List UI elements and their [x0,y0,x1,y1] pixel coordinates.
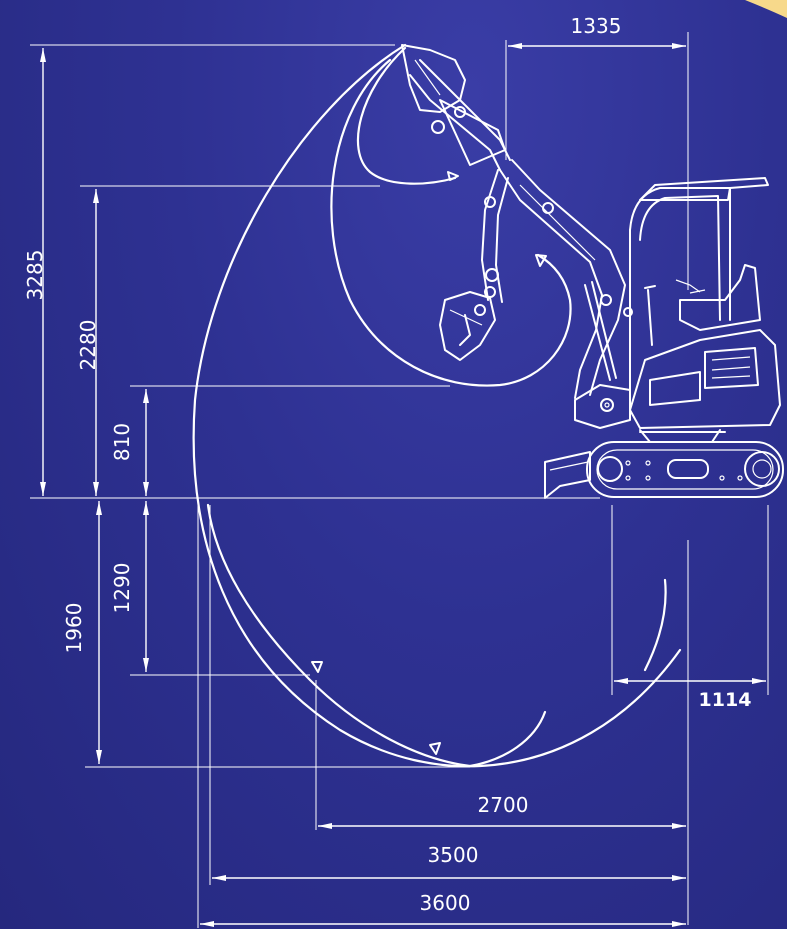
horizontal-dimension-lines [200,43,766,927]
label-reach-3500: 3500 [428,843,479,867]
label-dump-height-offset: 810 [110,423,134,461]
excavator-outline [401,44,784,499]
reference-lines [30,32,769,928]
label-blade-reach: 1114 [699,689,752,711]
label-tail-offset: 1335 [571,14,622,38]
label-max-dig-depth: 1960 [62,603,86,654]
label-reach-2700: 2700 [478,793,529,817]
vertical-dimension-lines [40,48,149,764]
dimension-labels: 3285 2280 810 1290 1960 1335 1114 2700 3… [23,14,751,915]
label-reach-3600: 3600 [420,891,471,915]
label-dig-depth-wall: 1290 [110,563,134,614]
corner-accent [745,0,787,18]
working-range-envelope [192,43,682,768]
label-max-dig-height-pin: 2280 [76,320,100,371]
label-overall-height: 3285 [23,250,47,301]
